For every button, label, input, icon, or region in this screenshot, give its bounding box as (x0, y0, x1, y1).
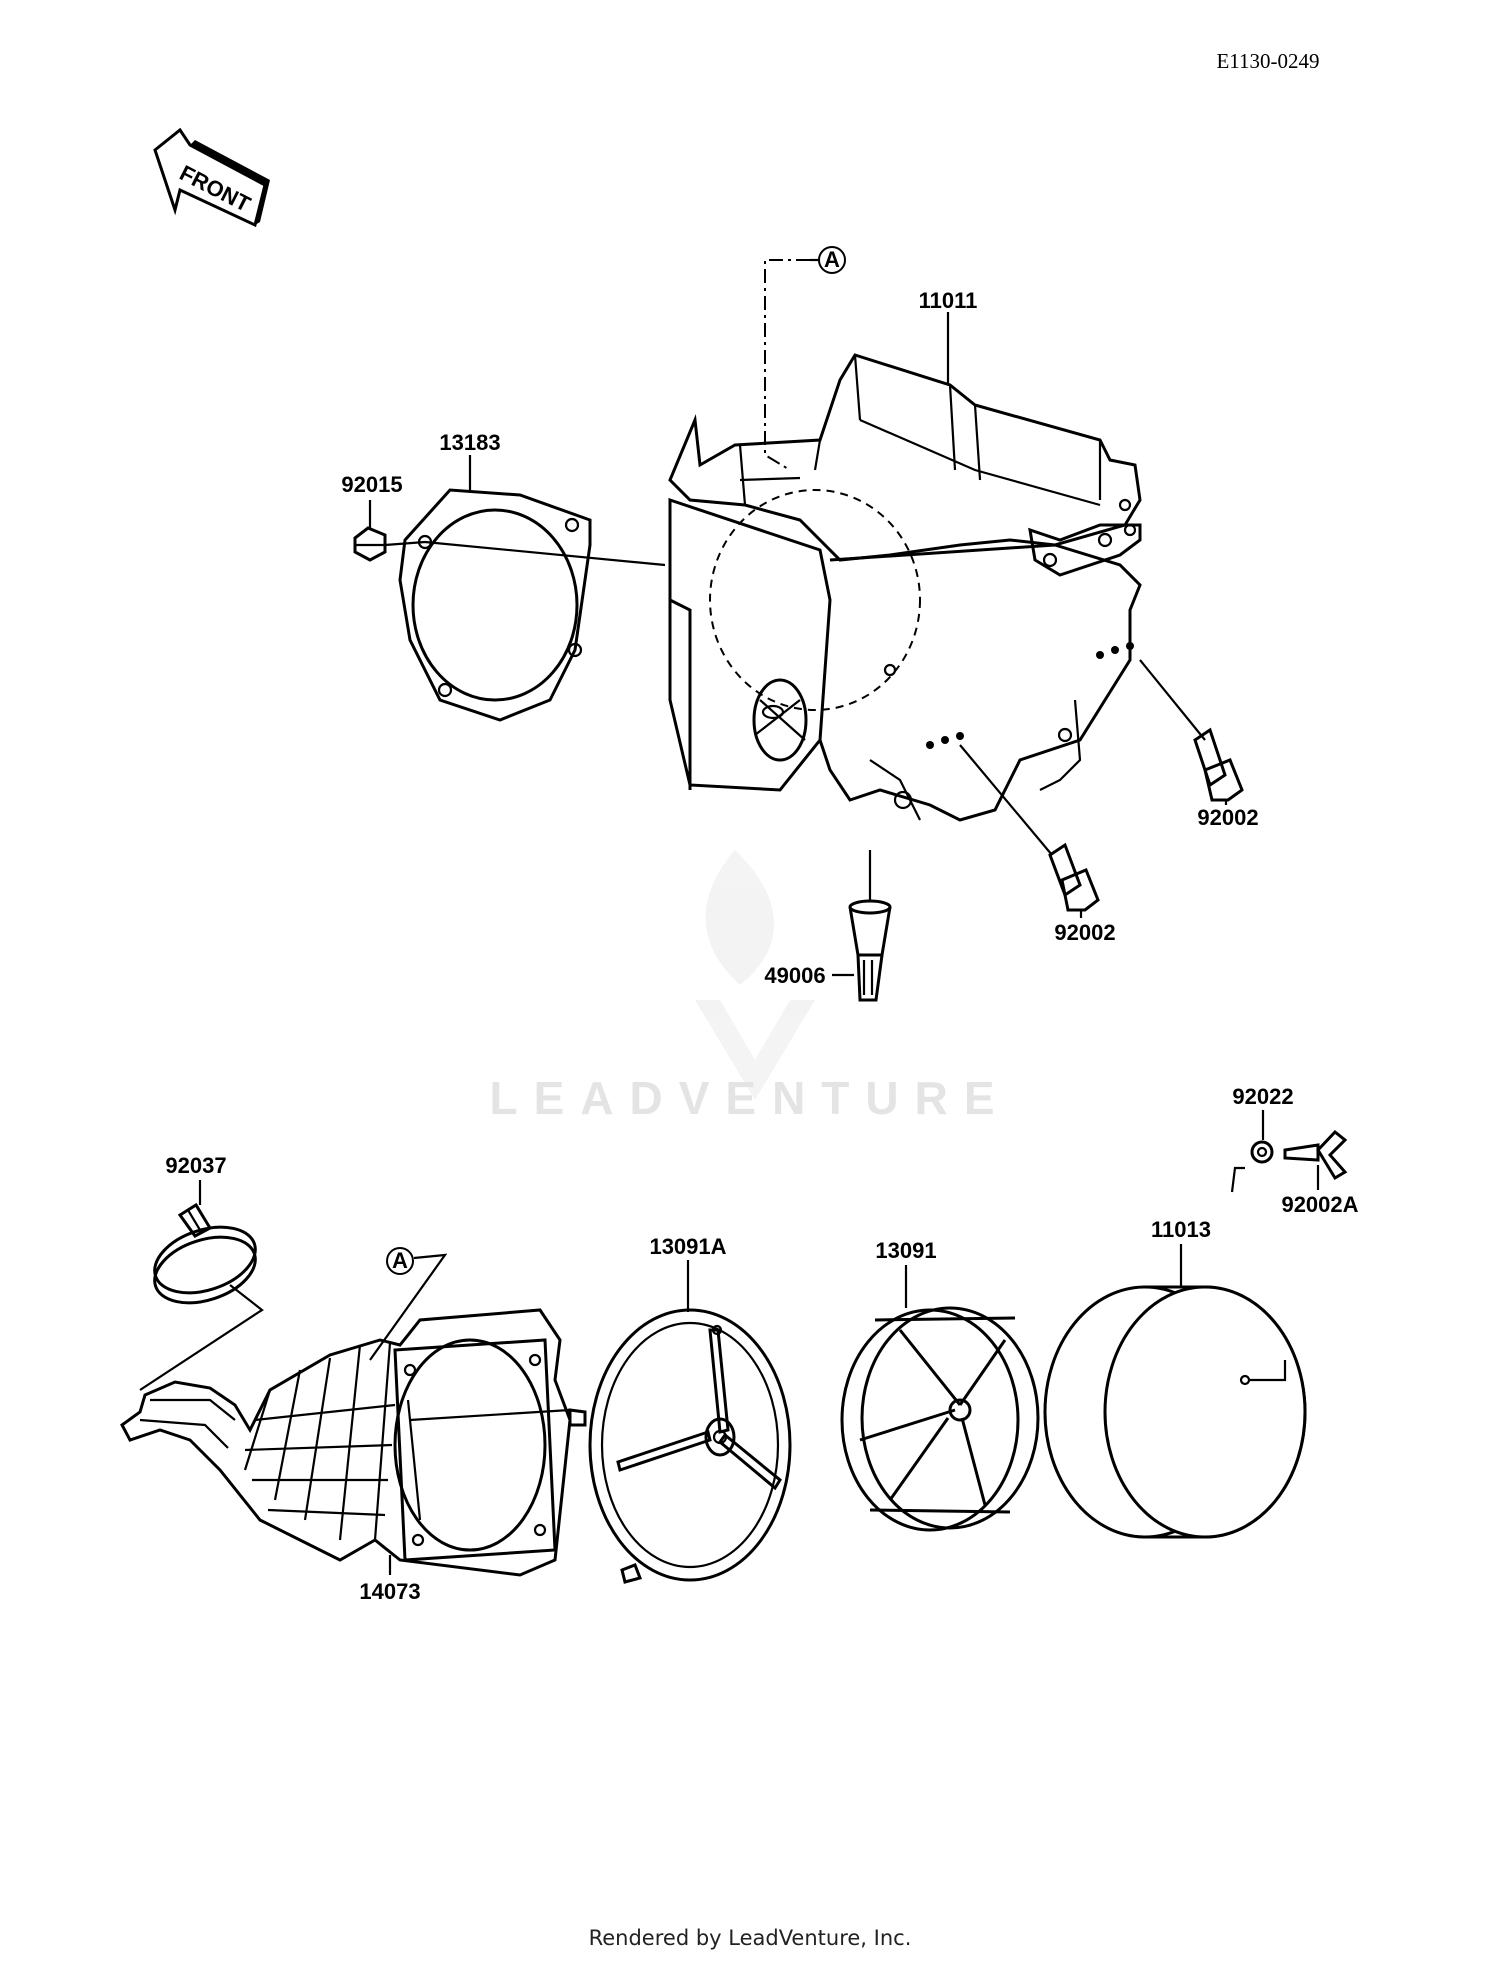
bolt-92002-right (1193, 727, 1244, 802)
part-label-13091: 13091 (875, 1238, 936, 1263)
watermark-logo (695, 850, 815, 1100)
watermark-text: LEADVENTURE (489, 1072, 1010, 1124)
part-label-14073: 14073 (359, 1579, 420, 1604)
ref-marker-a-top-label: A (824, 247, 840, 272)
filter-element-11013 (1043, 1285, 1307, 1539)
filter-plate-13091A (568, 1308, 792, 1584)
nut-92015 (353, 526, 387, 562)
washer-92022 (1250, 1140, 1274, 1164)
part-label-92037: 92037 (165, 1153, 226, 1178)
part-label-92002A: 92002A (1281, 1192, 1358, 1217)
drain-cap-49006 (848, 899, 892, 1002)
part-label-11011: 11011 (919, 288, 978, 313)
part-label-92002-right: 92002 (1197, 805, 1258, 830)
air-box-11011 (668, 353, 1142, 822)
part-label-92002-lower: 92002 (1054, 920, 1115, 945)
intake-duct-14073 (120, 1308, 572, 1577)
part-label-92022: 92022 (1232, 1084, 1293, 1109)
gasket-13183 (398, 488, 592, 722)
ref-marker-a-bottom-label: A (392, 1248, 408, 1273)
diagram-code: E1130-0249 (1216, 49, 1319, 73)
footer-credit: Rendered by LeadVenture, Inc. (589, 1926, 912, 1950)
part-label-92015: 92015 (341, 472, 402, 497)
hose-clamp-92037 (153, 1202, 257, 1305)
ref-marker-a-bottom (386, 1247, 414, 1275)
wing-bolt-92002A (1283, 1129, 1348, 1181)
part-label-11013: 11013 (1151, 1217, 1211, 1242)
front-arrow-icon: FRONT (153, 127, 270, 228)
bolt-92002-lower (1048, 842, 1100, 912)
part-label-13091A: 13091A (649, 1234, 726, 1259)
filter-cage-13091 (840, 1306, 1040, 1532)
part-label-13183: 13183 (439, 430, 500, 455)
ref-marker-a-top (818, 246, 846, 274)
part-label-49006: 49006 (764, 963, 825, 988)
